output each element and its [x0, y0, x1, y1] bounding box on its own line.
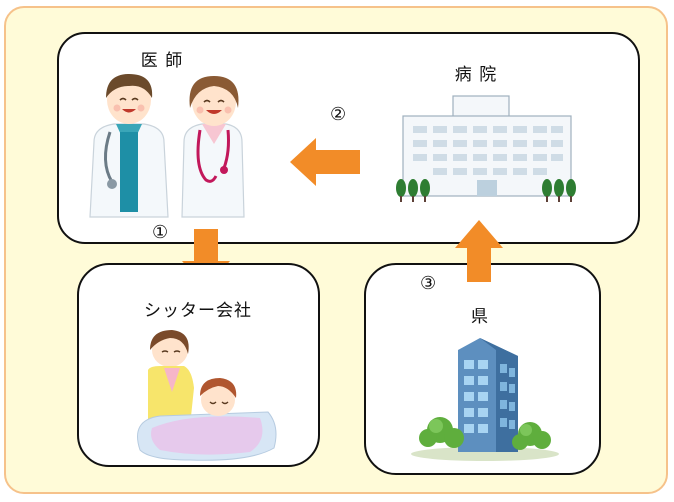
babysitter-illustration [137, 330, 277, 461]
prefecture-label: 県 [471, 307, 489, 327]
arrow-prefecture-to-hospital [455, 220, 503, 282]
doctors-label: 医 師 [140, 51, 184, 71]
arrow-hospital-to-doctors [290, 138, 360, 186]
hospital-label: 病 院 [454, 65, 498, 85]
sitter-company-label: シッター会社 [144, 301, 252, 321]
government-building-illustration [411, 338, 559, 461]
step-3-number: ③ [420, 273, 437, 294]
step-2-number: ② [330, 104, 347, 125]
doctors-illustration [89, 74, 245, 218]
hospital-illustration [396, 95, 576, 202]
step-1-number: ① [152, 222, 169, 243]
